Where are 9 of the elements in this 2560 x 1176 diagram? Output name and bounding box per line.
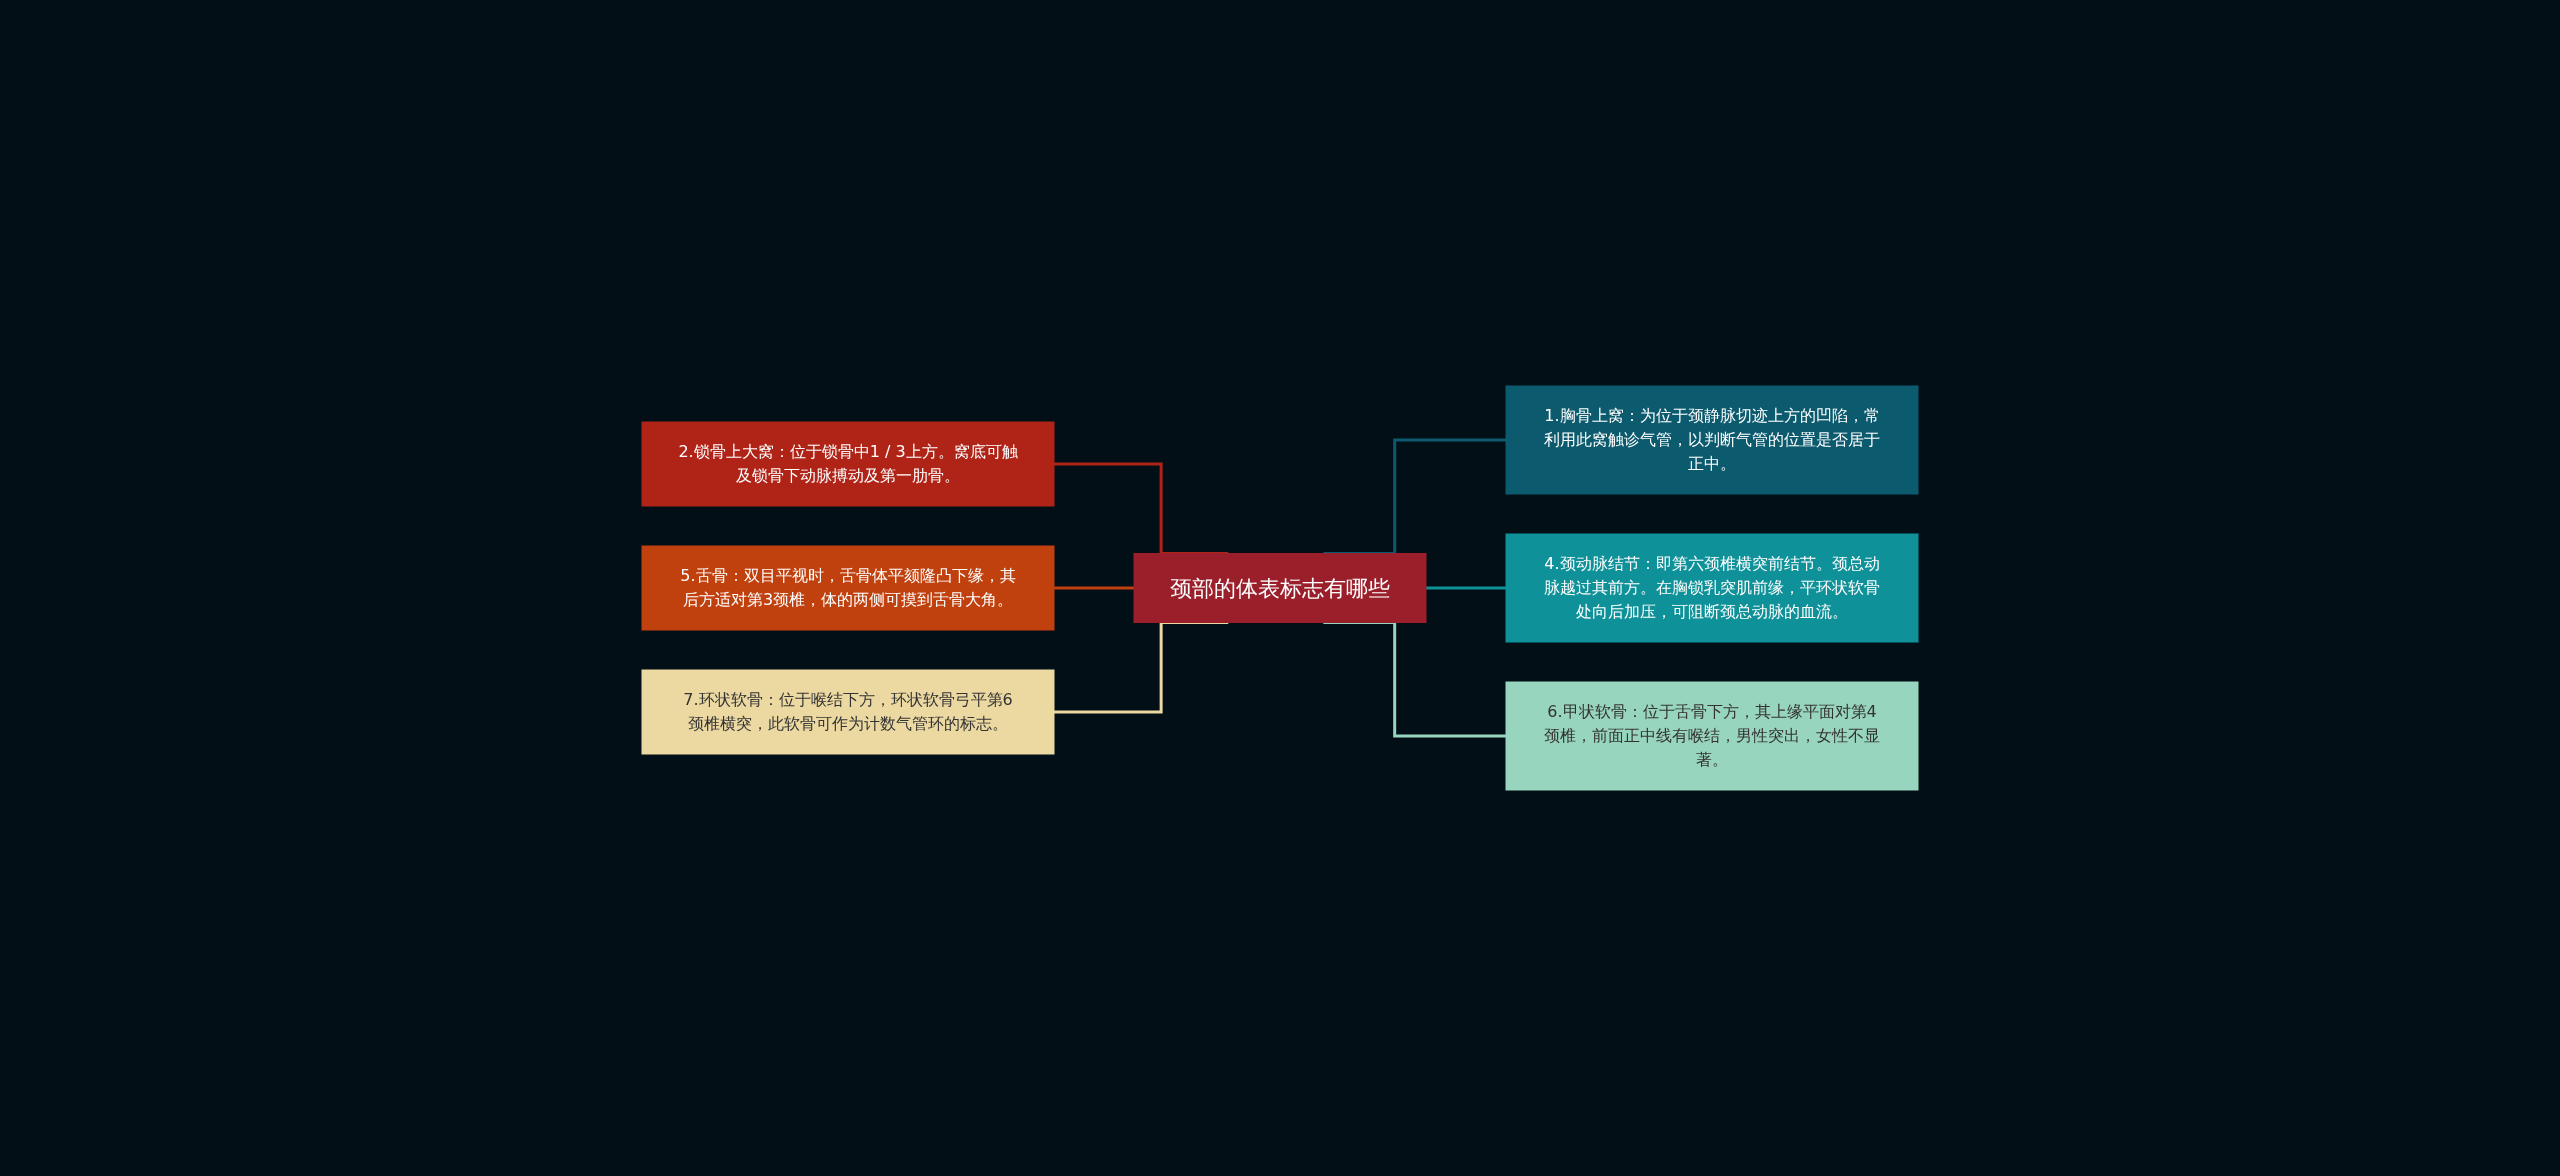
node-box: 2.锁骨上大窝：位于锁骨中1 / 3上方。窝底可触及锁骨下动脉搏动及第一肋骨。	[641, 421, 1055, 507]
node-box: 颈部的体表标志有哪些	[1133, 553, 1427, 623]
connector	[1426, 586, 1506, 590]
node-box: 6.甲状软骨：位于舌骨下方，其上缘平面对第4颈椎，前面正中线有喉结，男性突出，女性不显著。	[1505, 681, 1919, 791]
node-box: 7.环状软骨：位于喉结下方，环状软骨弓平第6颈椎横突，此软骨可作为计数气管环的标志。	[641, 669, 1055, 755]
node-box: 5.舌骨：双目平视时，舌骨体平颏隆凸下缘，其后方适对第3颈椎，体的两侧可摸到舌骨大角。	[641, 545, 1055, 631]
node-box: 4.颈动脉结节：即第六颈椎横突前结节。颈总动脉越过其前方。在胸锁乳突肌前缘，平环状软骨处向后加压，可阻断颈总动脉的血流。	[1505, 533, 1919, 643]
node-box: 1.胸骨上窝：为位于颈静脉切迹上方的凹陷，常利用此窝触诊气管，以判断气管的位置是否居于正中。	[1505, 385, 1919, 495]
connector	[1054, 586, 1134, 590]
